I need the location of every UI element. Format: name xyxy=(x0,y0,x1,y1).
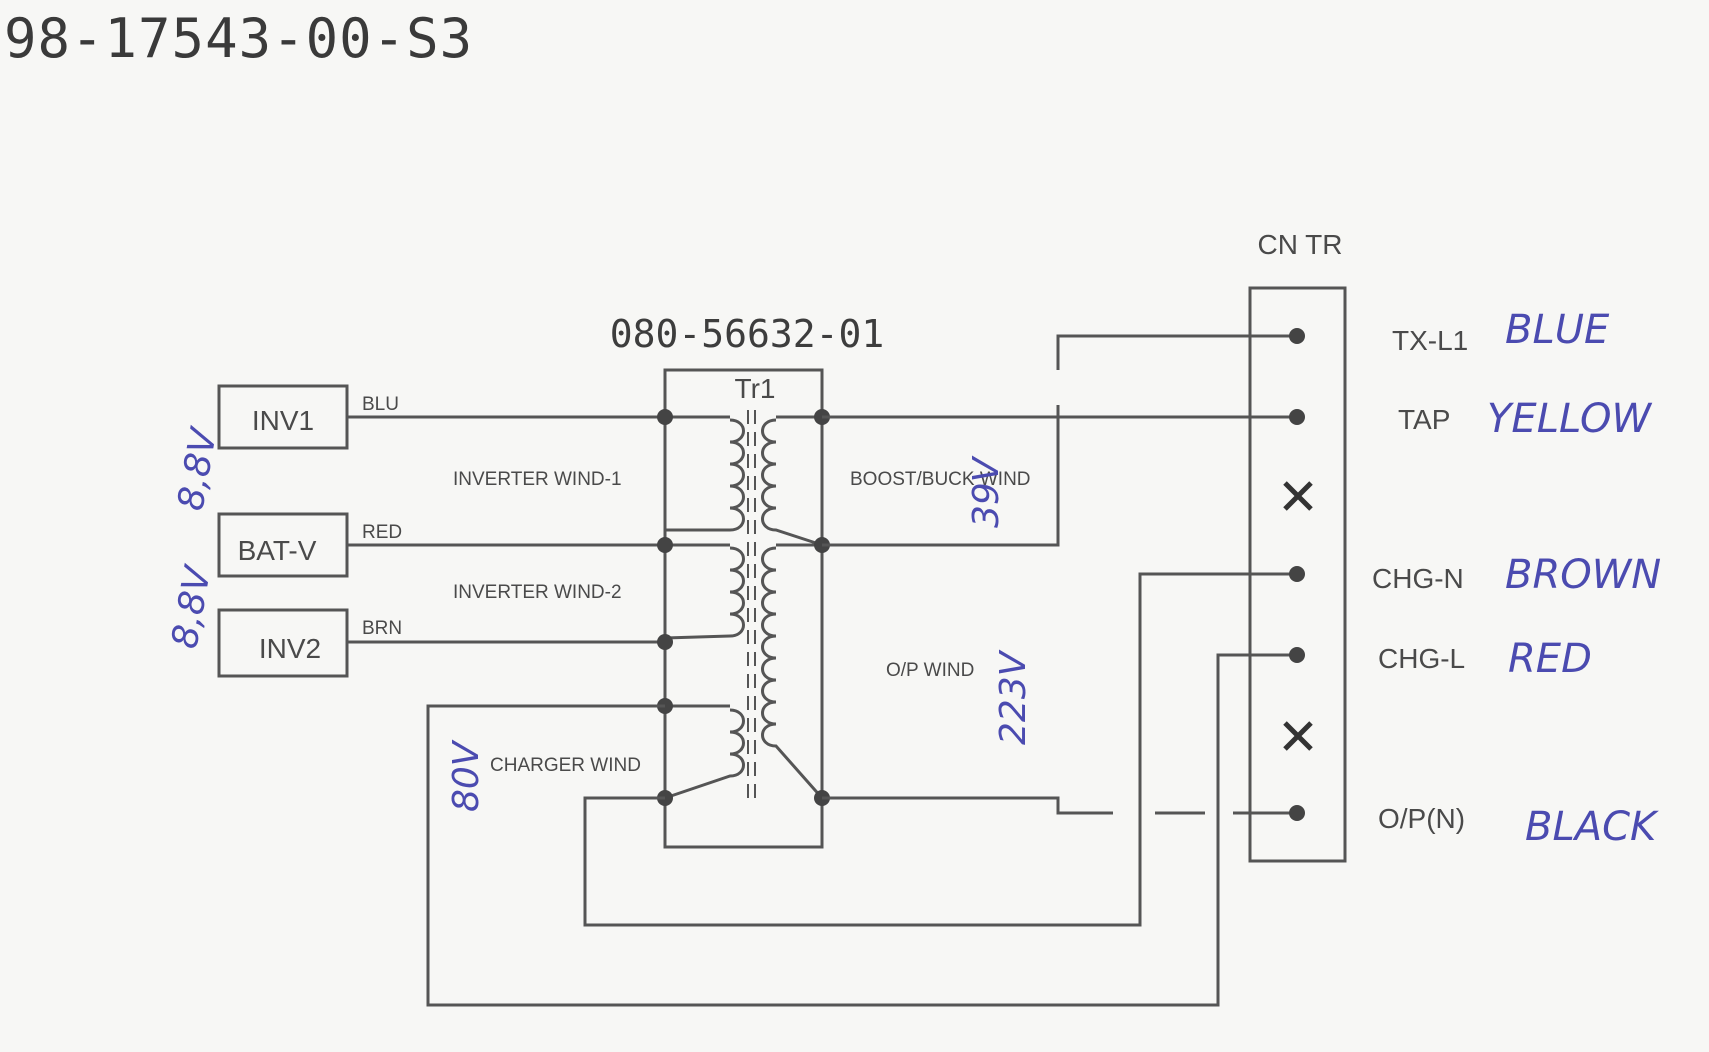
inverter-wind-2-coil xyxy=(664,543,745,640)
wire-chg-n xyxy=(583,572,1297,927)
handwritten-inv2-voltage: 8,8V xyxy=(164,561,219,651)
connector-title: CN TR xyxy=(1257,229,1342,260)
pin-op-n xyxy=(1289,805,1305,821)
handwritten-inv1-voltage: 8,8V xyxy=(170,423,225,513)
inv2-label: INV2 xyxy=(259,633,321,664)
wire-color-red: RED xyxy=(362,522,402,543)
output-wind-coil xyxy=(761,543,824,799)
bat-v-label: BAT-V xyxy=(238,535,317,566)
inv1-label: INV1 xyxy=(252,405,314,436)
transformer-designator: Tr1 xyxy=(735,373,776,404)
pin-label-tap: TAP xyxy=(1398,404,1450,435)
pin-chg-l xyxy=(1289,647,1305,663)
handwritten-black: BLACK xyxy=(1525,804,1659,850)
pin-label-op-n: O/P(N) xyxy=(1378,803,1465,834)
wire-op-n-a xyxy=(822,796,1113,815)
handwritten-brown: BROWN xyxy=(1505,552,1661,598)
wire-tx-l1 xyxy=(822,334,1297,547)
wire-chg-l xyxy=(426,653,1297,1007)
transformer-outline xyxy=(663,368,824,849)
charger-wind-coil xyxy=(664,704,745,800)
pin-chg-n xyxy=(1289,566,1305,582)
pin-label-chg-n: CHG-N xyxy=(1372,563,1464,594)
pin-label-chg-l: CHG-L xyxy=(1378,643,1465,674)
pin-tap xyxy=(1289,409,1305,425)
handwritten-boost-voltage: 39V xyxy=(966,455,1007,528)
transformer-part-number: 080-56632-01 xyxy=(610,312,885,356)
pin-label-tx-l1: TX-L1 xyxy=(1392,325,1468,356)
pin-unused-1 xyxy=(1283,481,1313,511)
node-bat-v xyxy=(657,537,673,553)
inverter-wind-1-coil xyxy=(663,415,745,545)
document-number: 98-17543-00-S3 xyxy=(4,7,474,70)
boost-buck-wind-coil xyxy=(761,415,823,547)
boost-buck-wind-label: BOOST/BUCK WIND xyxy=(850,469,1031,490)
wire-color-blu: BLU xyxy=(362,394,399,415)
handwritten-output-voltage: 223V xyxy=(993,649,1034,745)
charger-wind-label: CHARGER WIND xyxy=(490,755,641,776)
inverter-wind-2-label: INVERTER WIND-2 xyxy=(453,582,622,603)
connector-cn-tr xyxy=(1248,286,1347,863)
wire-color-brn: BRN xyxy=(362,618,402,639)
output-wind-label: O/P WIND xyxy=(886,660,974,681)
pin-unused-2 xyxy=(1283,721,1313,751)
inverter-wind-1-label: INVERTER WIND-1 xyxy=(453,469,622,490)
handwritten-charger-voltage: 80V xyxy=(446,739,487,812)
node-inv2 xyxy=(657,634,673,650)
handwritten-yellow: YELLOW xyxy=(1487,396,1653,442)
pin-tx-l1 xyxy=(1289,328,1305,344)
handwritten-blue: BLUE xyxy=(1505,307,1610,353)
handwritten-red: RED xyxy=(1508,636,1592,682)
node-inv1 xyxy=(657,409,673,425)
